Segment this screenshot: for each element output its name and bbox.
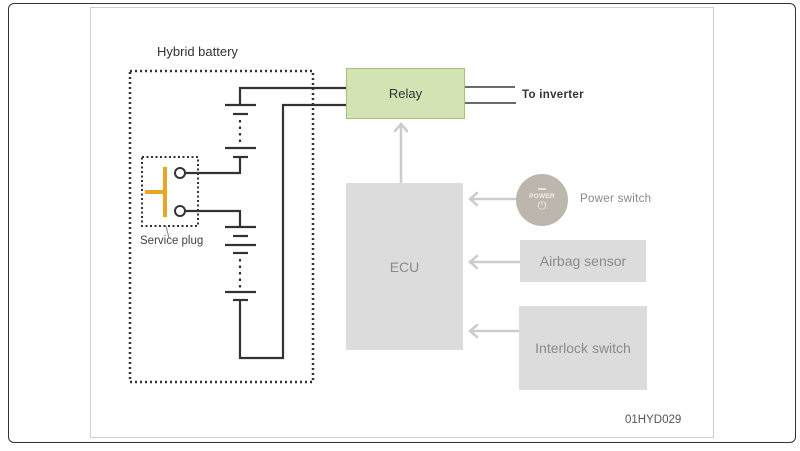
- service-plug-icon: [145, 167, 167, 217]
- power-switch-button: POWER ⏻: [516, 174, 568, 226]
- outer-frame: [8, 3, 796, 443]
- service-plug-leader: [165, 225, 170, 239]
- power-indicator-led: [538, 188, 546, 190]
- battery-enclosure: [128, 69, 315, 384]
- airbag-sensor-label: Airbag sensor: [539, 253, 627, 269]
- terminal-top: [174, 167, 186, 179]
- ecu-block: ECU: [346, 183, 463, 350]
- signal-arrows: [393, 122, 521, 339]
- hybrid-battery-title: Hybrid battery: [157, 44, 238, 59]
- battery-cells-upper: [225, 103, 256, 159]
- power-button-text: POWER: [529, 193, 555, 200]
- service-plug-enclosure: [141, 156, 199, 227]
- service-plug-label: Service plug: [140, 235, 204, 247]
- inverter-lines: [465, 86, 516, 104]
- power-switch-label: Power switch: [580, 193, 652, 205]
- airbag-sensor-block: Airbag sensor: [520, 240, 646, 282]
- battery-cells-lower: [225, 225, 256, 302]
- ecu-label: ECU: [389, 258, 420, 275]
- to-inverter-label: To inverter: [522, 89, 584, 101]
- interlock-switch-label: Interlock switch: [535, 340, 631, 356]
- terminal-bottom: [174, 205, 186, 217]
- wires: [185, 86, 346, 360]
- interlock-switch-block: Interlock switch: [519, 306, 647, 390]
- figure-code: 01HYD029: [625, 414, 682, 426]
- power-icon: ⏻: [537, 200, 547, 212]
- relay-block: Relay: [346, 68, 465, 119]
- relay-label: Relay: [388, 86, 423, 101]
